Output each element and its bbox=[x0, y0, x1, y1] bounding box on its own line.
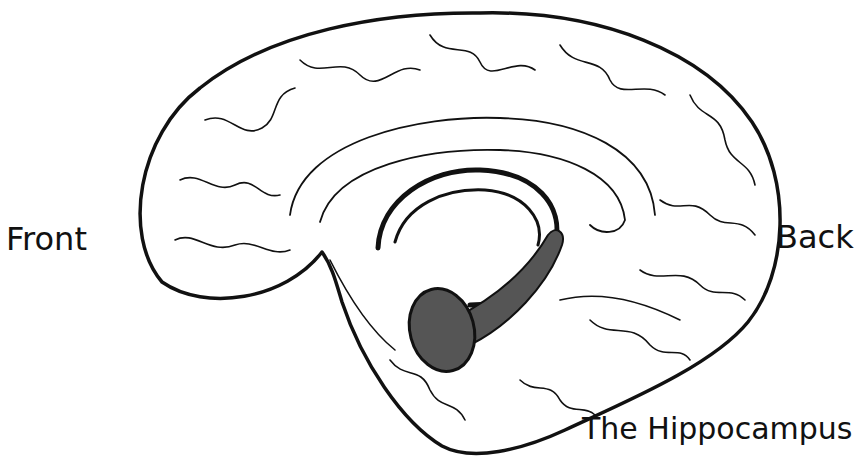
gyri-lines bbox=[175, 35, 755, 420]
gyrus-line bbox=[430, 35, 535, 71]
inner-line bbox=[560, 296, 680, 320]
gyrus-line bbox=[205, 88, 295, 131]
text-label: Front bbox=[6, 222, 87, 257]
gyrus-line bbox=[560, 45, 665, 95]
brain-drawing bbox=[140, 13, 780, 454]
gyrus-line bbox=[300, 60, 420, 81]
corpus-callosum-outer bbox=[290, 118, 655, 215]
text-label: The Hippocampus bbox=[582, 412, 852, 445]
gyrus-line bbox=[660, 200, 755, 235]
fornix bbox=[395, 190, 539, 245]
inner-line bbox=[330, 260, 395, 350]
gyrus-line bbox=[180, 178, 280, 196]
gyrus-line bbox=[690, 95, 755, 185]
gyrus-line bbox=[520, 380, 595, 415]
hippocampus bbox=[378, 170, 563, 379]
brain-outline bbox=[140, 13, 780, 454]
hippocampus-head bbox=[400, 281, 484, 379]
gyrus-line bbox=[590, 320, 690, 360]
text-label: Back bbox=[776, 220, 854, 255]
gyrus-line bbox=[175, 238, 290, 252]
gyrus-line bbox=[640, 270, 745, 300]
